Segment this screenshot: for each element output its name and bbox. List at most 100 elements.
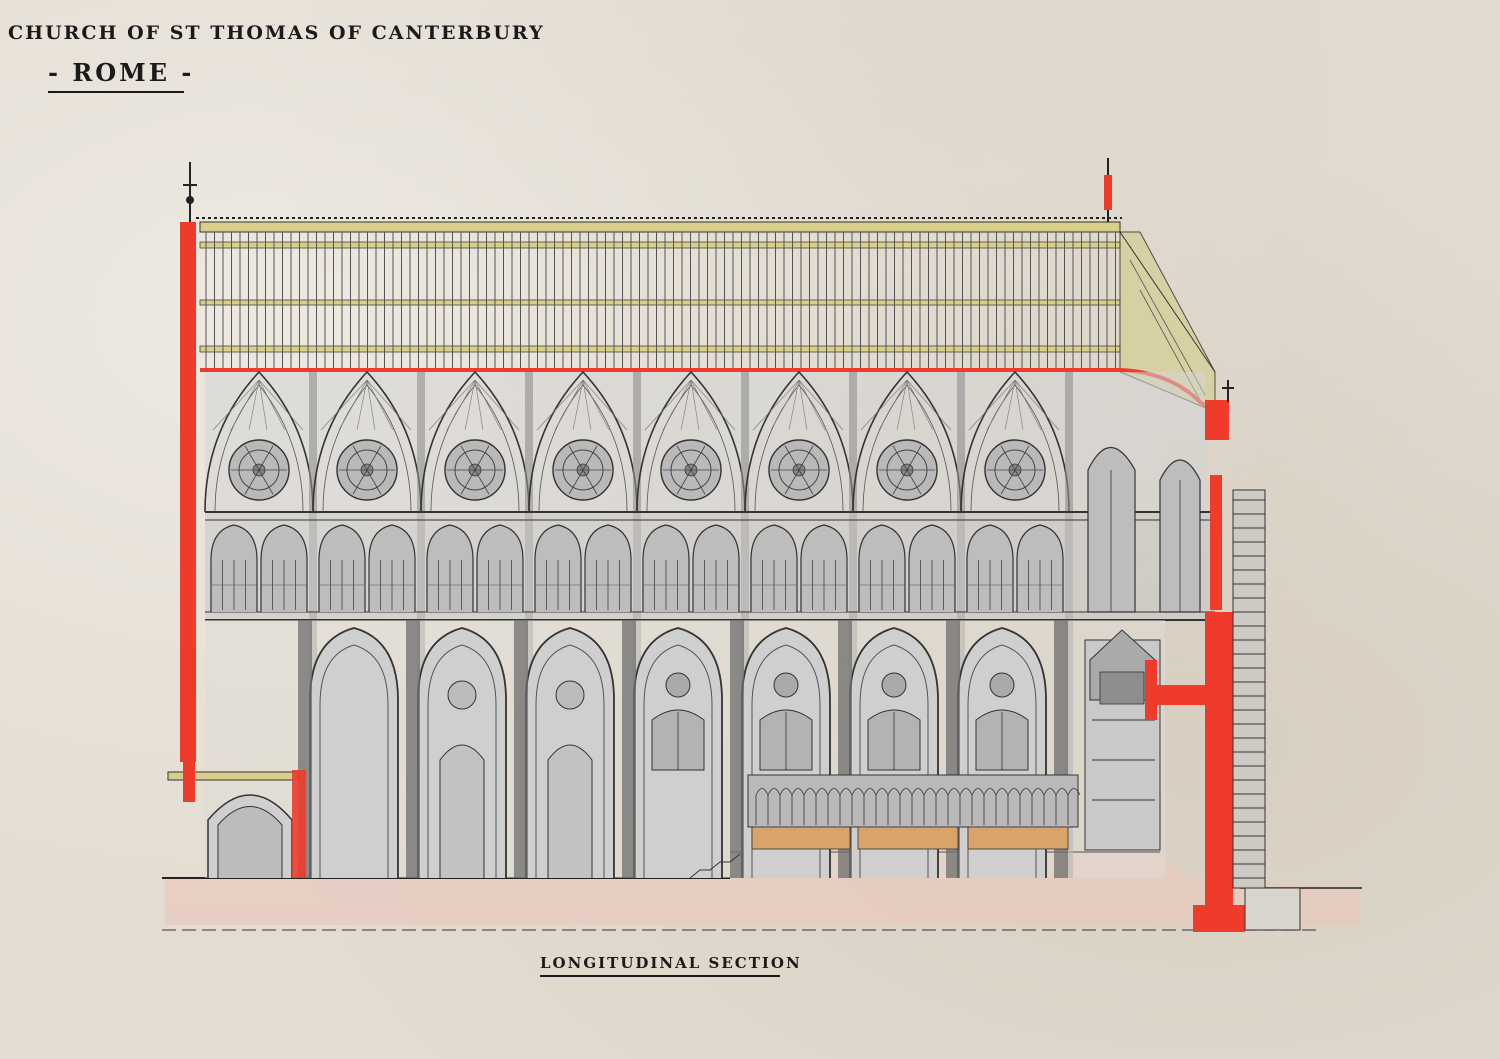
vault-arch <box>636 370 746 513</box>
aisle-oculus <box>555 680 585 710</box>
vault-fan-rib <box>366 379 412 431</box>
vault-rib <box>646 384 736 513</box>
rose-spoke <box>784 445 800 471</box>
rose-spoke <box>258 445 274 471</box>
aisle-door <box>439 744 485 878</box>
chancel-steps <box>689 853 741 879</box>
altar-reredos <box>1084 629 1161 851</box>
stall-arch <box>1067 788 1081 825</box>
vault-fan-rib <box>464 379 476 431</box>
vault-fan-rib <box>878 379 908 431</box>
aisle-rose <box>665 672 691 698</box>
stall-arch <box>947 788 961 825</box>
roof-ridge <box>199 221 1121 233</box>
vault-fan-rib <box>258 379 286 431</box>
rose-spoke <box>676 469 692 495</box>
vault-fan-rib <box>212 379 260 431</box>
vault-fan-rib <box>1014 379 1042 431</box>
vault-fan-rib <box>582 379 628 431</box>
arcade-inner-arch <box>427 644 497 878</box>
stall-arch <box>755 788 769 825</box>
vault-fan-rib <box>248 379 260 431</box>
vault-fan-rib <box>690 379 718 431</box>
arcade-inner-arch <box>751 644 821 878</box>
stall-arch <box>779 788 793 825</box>
roof-beam-lower <box>199 345 1121 353</box>
roof-beam-upper <box>199 241 1121 249</box>
rose-spoke <box>568 445 584 471</box>
arcade-arch <box>309 627 399 878</box>
arcade-inner-arch <box>535 644 605 878</box>
vault-fan-rib <box>474 379 502 431</box>
stall-arch <box>827 788 841 825</box>
arcade-inner-arch <box>643 644 713 878</box>
stall-arch <box>911 788 925 825</box>
rose-spoke <box>258 469 274 495</box>
vault-fan-rib <box>338 379 368 431</box>
rose-spoke <box>1000 469 1016 495</box>
vault-fan-rib <box>320 379 368 431</box>
vault-fan-rib <box>788 379 800 431</box>
vault-fan-rib <box>986 379 1016 431</box>
vault-fan-rib <box>258 379 304 431</box>
vault-fan-rib <box>572 379 584 431</box>
rose-spoke <box>798 445 814 471</box>
arcade-inner-arch <box>967 644 1037 878</box>
stall-arch <box>1055 788 1069 825</box>
stall-arch <box>851 788 865 825</box>
vault-arch <box>852 370 962 513</box>
aisle-rose <box>881 672 907 698</box>
stall-arch <box>863 788 877 825</box>
triforium-bays <box>210 524 1064 612</box>
vault-fan-rib <box>680 379 692 431</box>
rose-spoke <box>784 469 800 495</box>
choir-stalls <box>747 774 1081 850</box>
stall-arch <box>1031 788 1045 825</box>
vault-fan-rib <box>1004 379 1016 431</box>
vault-fan-rib <box>446 379 476 431</box>
stall-arch <box>923 788 937 825</box>
stall-arch <box>1019 788 1033 825</box>
vault-arch <box>312 370 422 513</box>
vault-fan-rib <box>644 379 692 431</box>
vault-fan-rib <box>968 379 1016 431</box>
rose-spoke <box>460 469 476 495</box>
rose-spoke <box>676 445 692 471</box>
stall-arch <box>767 788 781 825</box>
rose-spoke <box>690 469 706 495</box>
stall-arch <box>815 788 829 825</box>
stall-arch <box>959 788 973 825</box>
vault-arch <box>528 370 638 513</box>
vault-fan-rib <box>356 379 368 431</box>
rose-spoke <box>892 469 908 495</box>
rose-spoke <box>906 469 922 495</box>
stall-arch <box>983 788 997 825</box>
arcade-pier <box>730 620 744 878</box>
stall-arch <box>971 788 985 825</box>
east-gallery-beam <box>1145 685 1230 705</box>
vault-rib <box>322 384 412 513</box>
east-wall-base <box>1193 905 1245 932</box>
stall-arch <box>935 788 949 825</box>
rose-spoke <box>582 445 598 471</box>
vault-fan-rib <box>690 379 700 431</box>
vault-fan-rib <box>474 379 484 431</box>
rose-spoke <box>474 445 490 471</box>
stall-arch <box>1043 788 1057 825</box>
arcade-inner-arch <box>859 644 929 878</box>
stall-arch <box>839 788 853 825</box>
aisle-rose <box>989 672 1015 698</box>
vault-fan-rib <box>536 379 584 431</box>
vault-rib <box>538 384 628 513</box>
arcade-pier <box>406 620 420 878</box>
roof-structure <box>196 217 1216 413</box>
vault-rib <box>430 384 520 513</box>
stall-arch <box>791 788 805 825</box>
rose-spoke <box>892 445 908 471</box>
vault-rib <box>214 384 304 513</box>
vault-arch <box>204 370 314 513</box>
vault-rib <box>754 384 844 513</box>
rose-spoke <box>1014 469 1030 495</box>
